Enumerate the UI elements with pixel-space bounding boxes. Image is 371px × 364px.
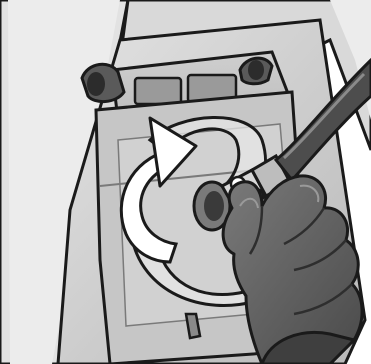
left-grommet-hole: [87, 72, 105, 96]
bracket-slot-left: [135, 78, 181, 104]
port-opening: [204, 191, 224, 221]
right-grommet-hole: [248, 60, 264, 80]
